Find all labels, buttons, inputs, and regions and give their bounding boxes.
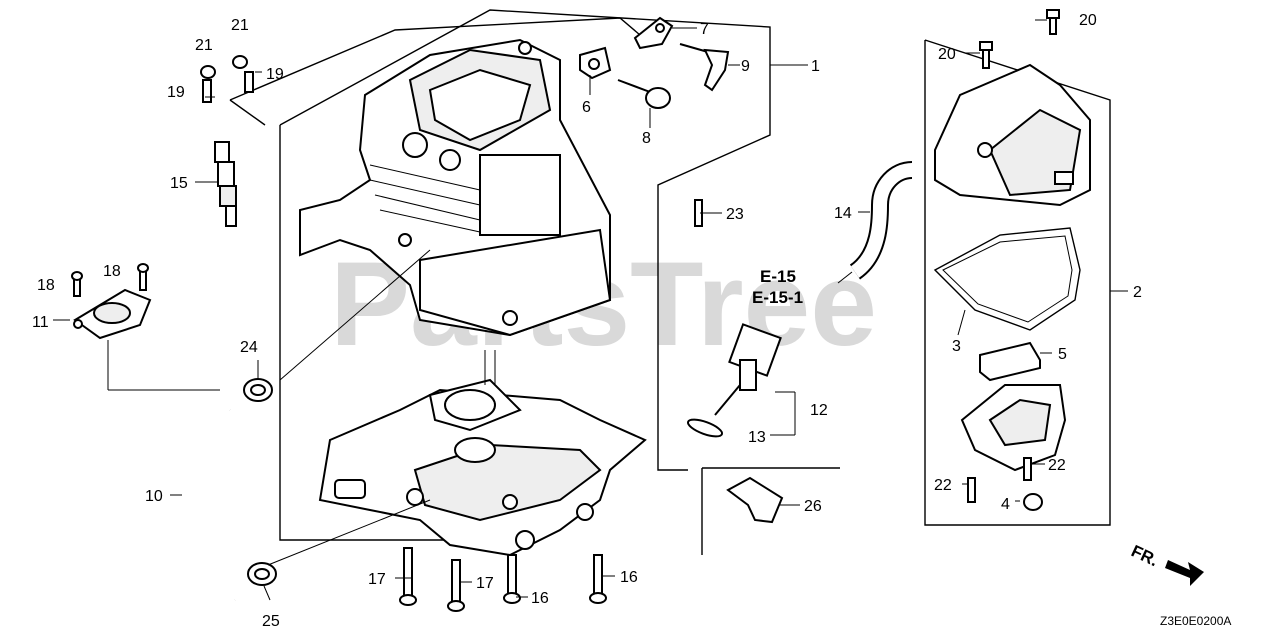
callout-6[interactable]: 6 <box>582 99 591 116</box>
part-19-bolt-right[interactable] <box>244 71 254 93</box>
assembly-boundary-engine <box>229 9 771 541</box>
part-20-bolt-mid[interactable] <box>979 41 993 69</box>
callout-16-left[interactable]: 16 <box>531 590 549 607</box>
callout-7[interactable]: 7 <box>700 21 709 38</box>
engine-cylinder-block[interactable] <box>299 38 612 337</box>
callout-18-right[interactable]: 18 <box>103 263 121 280</box>
callout-9[interactable]: 9 <box>741 58 750 75</box>
callout-15[interactable]: 15 <box>170 175 188 192</box>
callout-21-left[interactable]: 21 <box>195 37 213 54</box>
callout-3[interactable]: 3 <box>952 338 961 355</box>
front-direction-indicator: FR. <box>1128 541 1204 586</box>
part-14-hose[interactable] <box>849 161 913 280</box>
part-3-gasket[interactable] <box>933 227 1081 331</box>
part-17-bolt-right[interactable] <box>447 559 465 612</box>
callout-13[interactable]: 13 <box>748 429 766 446</box>
callout-24[interactable]: 24 <box>240 339 258 356</box>
callout-14[interactable]: 14 <box>834 205 852 222</box>
reference-e-15[interactable]: E-15 <box>760 267 796 286</box>
callout-22-left[interactable]: 22 <box>934 477 952 494</box>
callout-23[interactable]: 23 <box>726 206 744 223</box>
part-13-o-ring[interactable] <box>686 416 724 440</box>
callout-18-left[interactable]: 18 <box>37 277 55 294</box>
part-22-plate-bracket[interactable] <box>960 384 1067 472</box>
reference-e-15-1[interactable]: E-15-1 <box>752 288 803 307</box>
part-24-hose-clamp[interactable] <box>243 378 273 402</box>
diagram-code: Z3E0E0200A <box>1160 614 1231 628</box>
part-12-oil-dipstick[interactable] <box>714 323 782 416</box>
front-label: FR. <box>1128 541 1161 570</box>
callout-5[interactable]: 5 <box>1058 346 1067 363</box>
front-arrow-icon <box>1165 560 1204 586</box>
part-16-bolt-left[interactable] <box>503 554 521 604</box>
part-18-bolt-right[interactable] <box>137 263 149 291</box>
callout-labels: 1 2 3 4 5 6 7 8 9 10 11 12 13 14 15 16 1… <box>32 12 1142 630</box>
callout-20-mid[interactable]: 20 <box>938 46 956 63</box>
leader-lines <box>53 19 1128 601</box>
part-11-plate[interactable] <box>73 288 152 340</box>
callout-17-left[interactable]: 17 <box>368 571 386 588</box>
part-20-bolt-top[interactable] <box>1046 9 1060 35</box>
callout-20-top[interactable]: 20 <box>1079 12 1097 29</box>
callout-12[interactable]: 12 <box>810 402 828 419</box>
part-21-nut-right[interactable] <box>232 55 248 69</box>
callout-1[interactable]: 1 <box>811 58 820 75</box>
callout-22-right[interactable]: 22 <box>1048 457 1066 474</box>
callout-19-right[interactable]: 19 <box>266 66 284 83</box>
part-19-bolt-left[interactable] <box>202 79 212 103</box>
callout-4[interactable]: 4 <box>1001 496 1010 513</box>
part-25-hose-clamp[interactable] <box>247 562 277 586</box>
part-10-breather-hose[interactable] <box>170 397 238 614</box>
part-17-bolt-left[interactable] <box>399 547 417 606</box>
part-22-bolt-right[interactable] <box>1023 457 1032 481</box>
assembly-boundary-lower <box>701 467 840 555</box>
part-15-spark-plug[interactable] <box>214 141 237 227</box>
part-7-clamp[interactable] <box>633 16 674 50</box>
part-26-bracket[interactable] <box>726 476 784 524</box>
part-5-seal-block[interactable] <box>979 341 1041 382</box>
part-8-pin[interactable] <box>617 79 671 109</box>
callout-25[interactable]: 25 <box>262 613 280 630</box>
callout-17-right[interactable]: 17 <box>476 575 494 592</box>
callout-2[interactable]: 2 <box>1133 284 1142 301</box>
part-2-head-cover[interactable] <box>934 63 1091 207</box>
crankcase-oil-pan[interactable] <box>318 350 647 557</box>
part-21-nut-left[interactable] <box>200 65 216 79</box>
callout-21-right[interactable]: 21 <box>231 17 249 34</box>
part-9-lever[interactable] <box>679 43 730 92</box>
callout-19-left[interactable]: 19 <box>167 84 185 101</box>
part-18-bolt-left[interactable] <box>71 271 83 297</box>
callout-16-right[interactable]: 16 <box>620 569 638 586</box>
part-22-bolt-left[interactable] <box>967 477 976 503</box>
part-6-bracket[interactable] <box>579 46 612 80</box>
part-16-bolt-right[interactable] <box>589 554 607 604</box>
callout-10[interactable]: 10 <box>145 488 163 505</box>
callout-11[interactable]: 11 <box>32 314 49 331</box>
callout-8[interactable]: 8 <box>642 130 651 147</box>
callout-26[interactable]: 26 <box>804 498 822 515</box>
part-4-nut[interactable] <box>1023 493 1043 511</box>
